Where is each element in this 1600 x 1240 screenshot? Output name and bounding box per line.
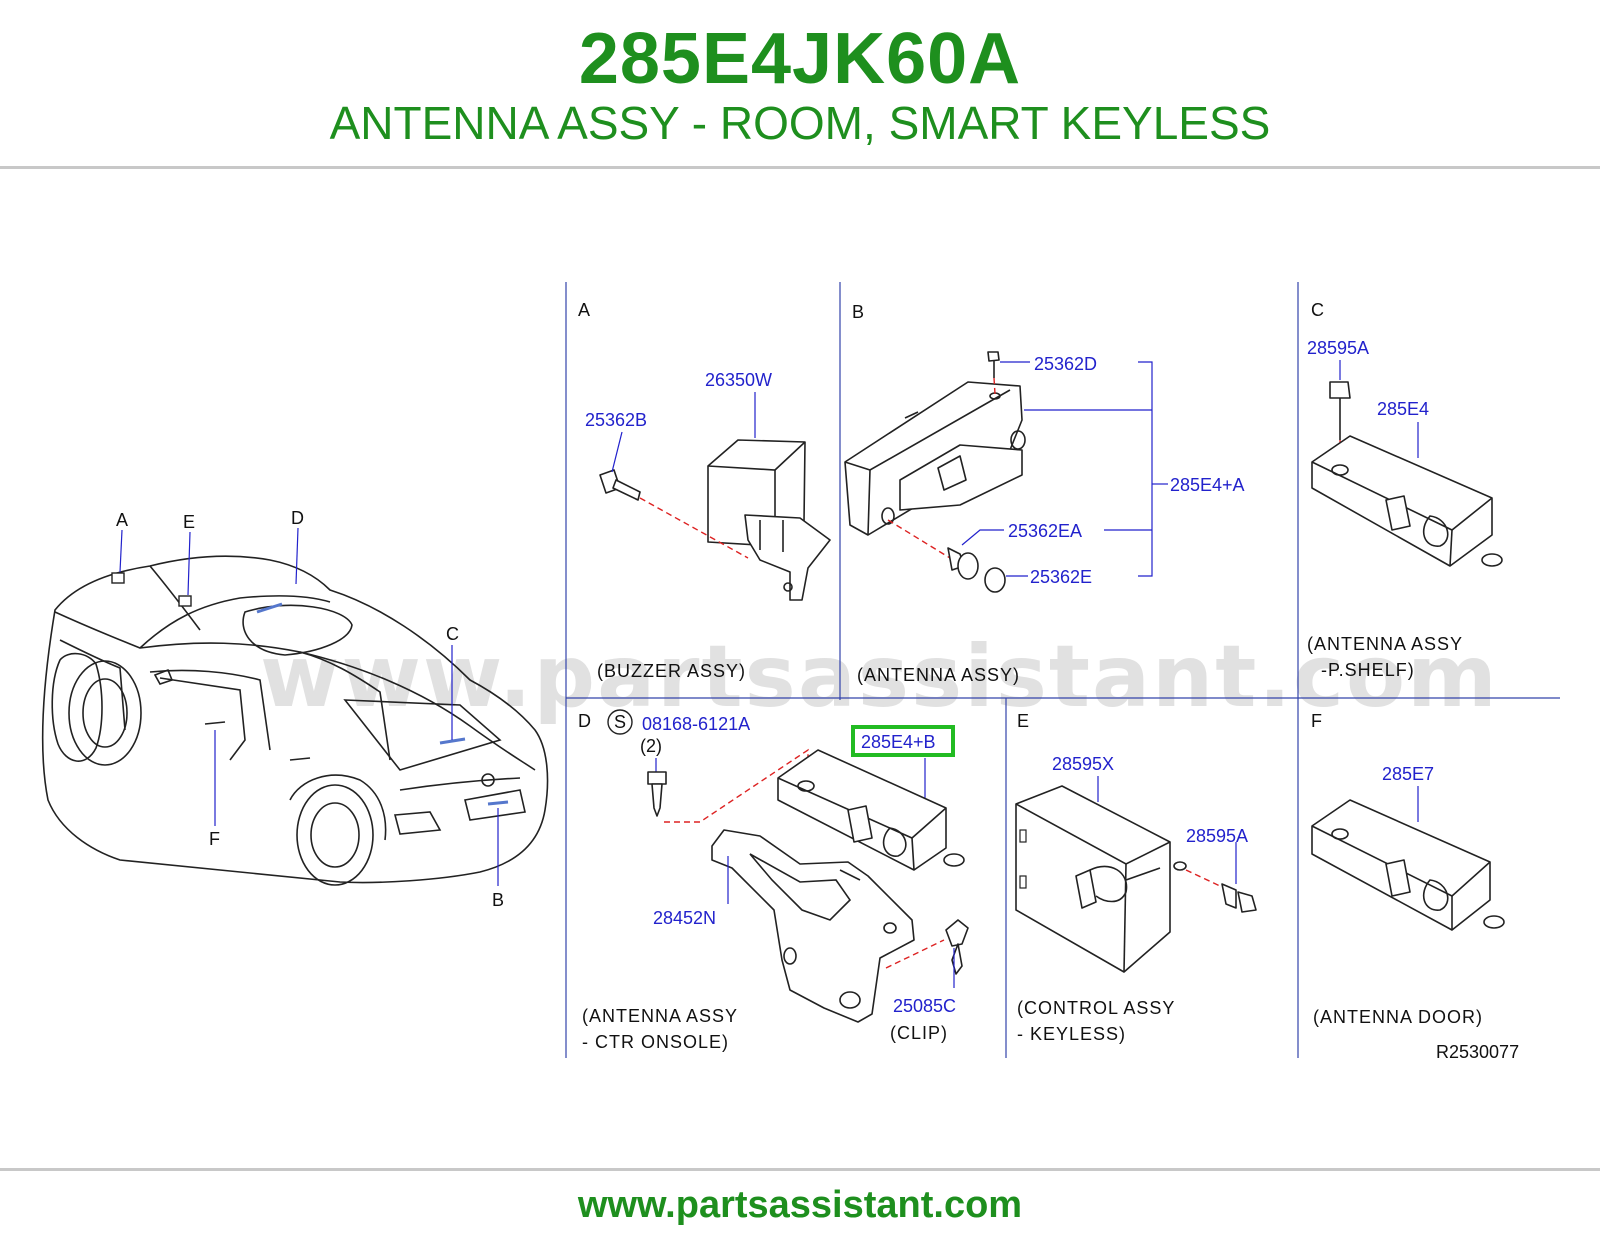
diagram-reference-code: R2530077 — [1436, 1042, 1519, 1062]
location-label-b: B — [492, 890, 504, 910]
location-label-d: D — [291, 508, 304, 528]
vehicle-illustration — [41, 527, 549, 886]
section-c-caption-line2: -P.SHELF) — [1321, 660, 1415, 680]
part-label-25362e[interactable]: 25362E — [1030, 567, 1092, 587]
part-label-25085c[interactable]: 25085C — [893, 996, 956, 1016]
vehicle-location-labels: A E D C F B — [116, 508, 504, 910]
section-e-caption-line2: - KEYLESS) — [1017, 1024, 1126, 1044]
section-b-caption: (ANTENNA ASSY) — [857, 665, 1020, 685]
page-title-part-number: 285E4JK60A — [578, 19, 1022, 99]
part-label-28595a-c[interactable]: 28595A — [1307, 338, 1369, 358]
section-c: C 28595A 285E4 (ANTENNA ASSY -P.SHELF) — [1307, 300, 1503, 680]
section-grid — [565, 282, 1560, 1058]
section-letter-f: F — [1311, 711, 1322, 731]
part-label-28595a-e[interactable]: 28595A — [1186, 826, 1248, 846]
section-f-caption: (ANTENNA DOOR) — [1313, 1007, 1483, 1027]
part-label-285e4-a[interactable]: 285E4+A — [1170, 475, 1245, 495]
section-e-caption-line1: (CONTROL ASSY — [1017, 998, 1175, 1018]
section-e: E 28595X 28595A (CONTROL ASSY - KEYLESS) — [1015, 711, 1257, 1044]
section-a-caption: (BUZZER ASSY) — [597, 661, 746, 681]
footer-divider — [0, 1168, 1600, 1171]
section-c-caption-line1: (ANTENNA ASSY — [1307, 634, 1463, 654]
section-a: A 26350W 25362B (BUZZER ASSY) — [578, 300, 831, 681]
section-f: F 285E7 (ANTENNA DOOR) — [1311, 711, 1505, 1027]
section-letter-d: D — [578, 711, 591, 731]
section-letter-a: A — [578, 300, 590, 320]
part-label-25362ea[interactable]: 25362EA — [1008, 521, 1082, 541]
section-d-caption-line1: (ANTENNA ASSY — [582, 1006, 738, 1026]
part-label-285e4-b[interactable]: 285E4+B — [861, 732, 936, 752]
location-label-a: A — [116, 510, 128, 530]
footer-url[interactable]: www.partsassistant.com — [577, 1184, 1023, 1226]
part-label-28452n[interactable]: 28452N — [653, 908, 716, 928]
location-label-e: E — [183, 512, 195, 532]
location-label-f: F — [209, 829, 220, 849]
section-b: B 25362D 285E4+A 25362EA 25362E (ANTENNA… — [844, 302, 1245, 685]
highlighted-part-box[interactable] — [851, 725, 955, 757]
part-label-285e4-c[interactable]: 285E4 — [1377, 399, 1429, 419]
clip-label: (CLIP) — [890, 1023, 948, 1043]
part-label-285e7[interactable]: 285E7 — [1382, 764, 1434, 784]
bolt-symbol-icon — [607, 709, 633, 735]
header-divider — [0, 166, 1600, 169]
section-letter-e: E — [1017, 711, 1029, 731]
quantity-label: (2) — [640, 736, 662, 756]
part-label-25362b[interactable]: 25362B — [585, 410, 647, 430]
part-label-26350w[interactable]: 26350W — [705, 370, 772, 390]
location-label-c: C — [446, 624, 459, 644]
part-label-28595x[interactable]: 28595X — [1052, 754, 1114, 774]
section-letter-b: B — [852, 302, 864, 322]
section-d: D S 08168-6121A (2) 285E4+B 28452N — [578, 709, 969, 1052]
section-d-caption-line2: - CTR ONSOLE) — [582, 1032, 729, 1052]
part-label-08168-6121a[interactable]: 08168-6121A — [642, 714, 750, 734]
section-letter-c: C — [1311, 300, 1324, 320]
part-label-25362d[interactable]: 25362D — [1034, 354, 1097, 374]
bolt-symbol-letter: S — [614, 712, 626, 732]
page-subtitle-part-name: ANTENNA ASSY - ROOM, SMART KEYLESS — [329, 97, 1271, 149]
